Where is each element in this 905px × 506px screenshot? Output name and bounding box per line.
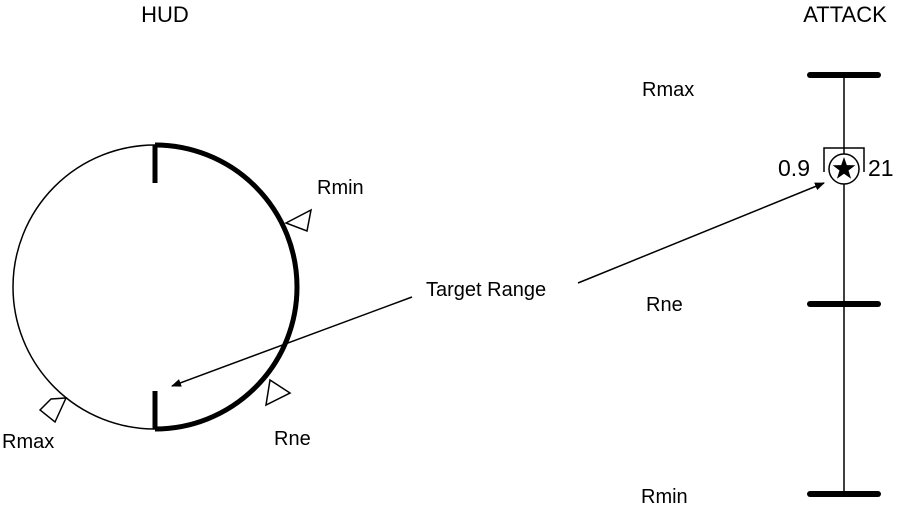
target-range-arrow-to-hud: [171, 296, 413, 387]
attack-rne-label: Rne: [646, 294, 683, 316]
hud-rne-label: Rne: [274, 428, 311, 450]
hud-title: HUD: [141, 2, 189, 27]
hud-range-circle: [12, 142, 300, 432]
attack-right-value: 21: [868, 155, 894, 181]
hud-target-range-arc: [154, 142, 300, 432]
star-icon: [832, 157, 856, 179]
hud-rmin-label: Rmin: [317, 177, 364, 199]
hud-rmax-marker-icon: [38, 397, 68, 424]
hud-rmin-marker-icon: [284, 208, 313, 233]
target-range-arrow-to-attack: [577, 182, 825, 284]
attack-title: ATTACK: [803, 2, 887, 27]
attack-left-value: 0.9: [778, 155, 810, 181]
attack-rmin-label: Rmin: [641, 486, 688, 506]
attack-target-indicator: [823, 147, 865, 185]
hud-rmax-label: Rmax: [2, 431, 54, 453]
attack-rmax-label: Rmax: [642, 79, 694, 101]
attack-target-bracket: [823, 147, 865, 172]
attack-range-scale: [807, 72, 881, 497]
target-range-label: Target Range: [426, 279, 546, 301]
hud-rne-marker-icon: [265, 378, 292, 407]
